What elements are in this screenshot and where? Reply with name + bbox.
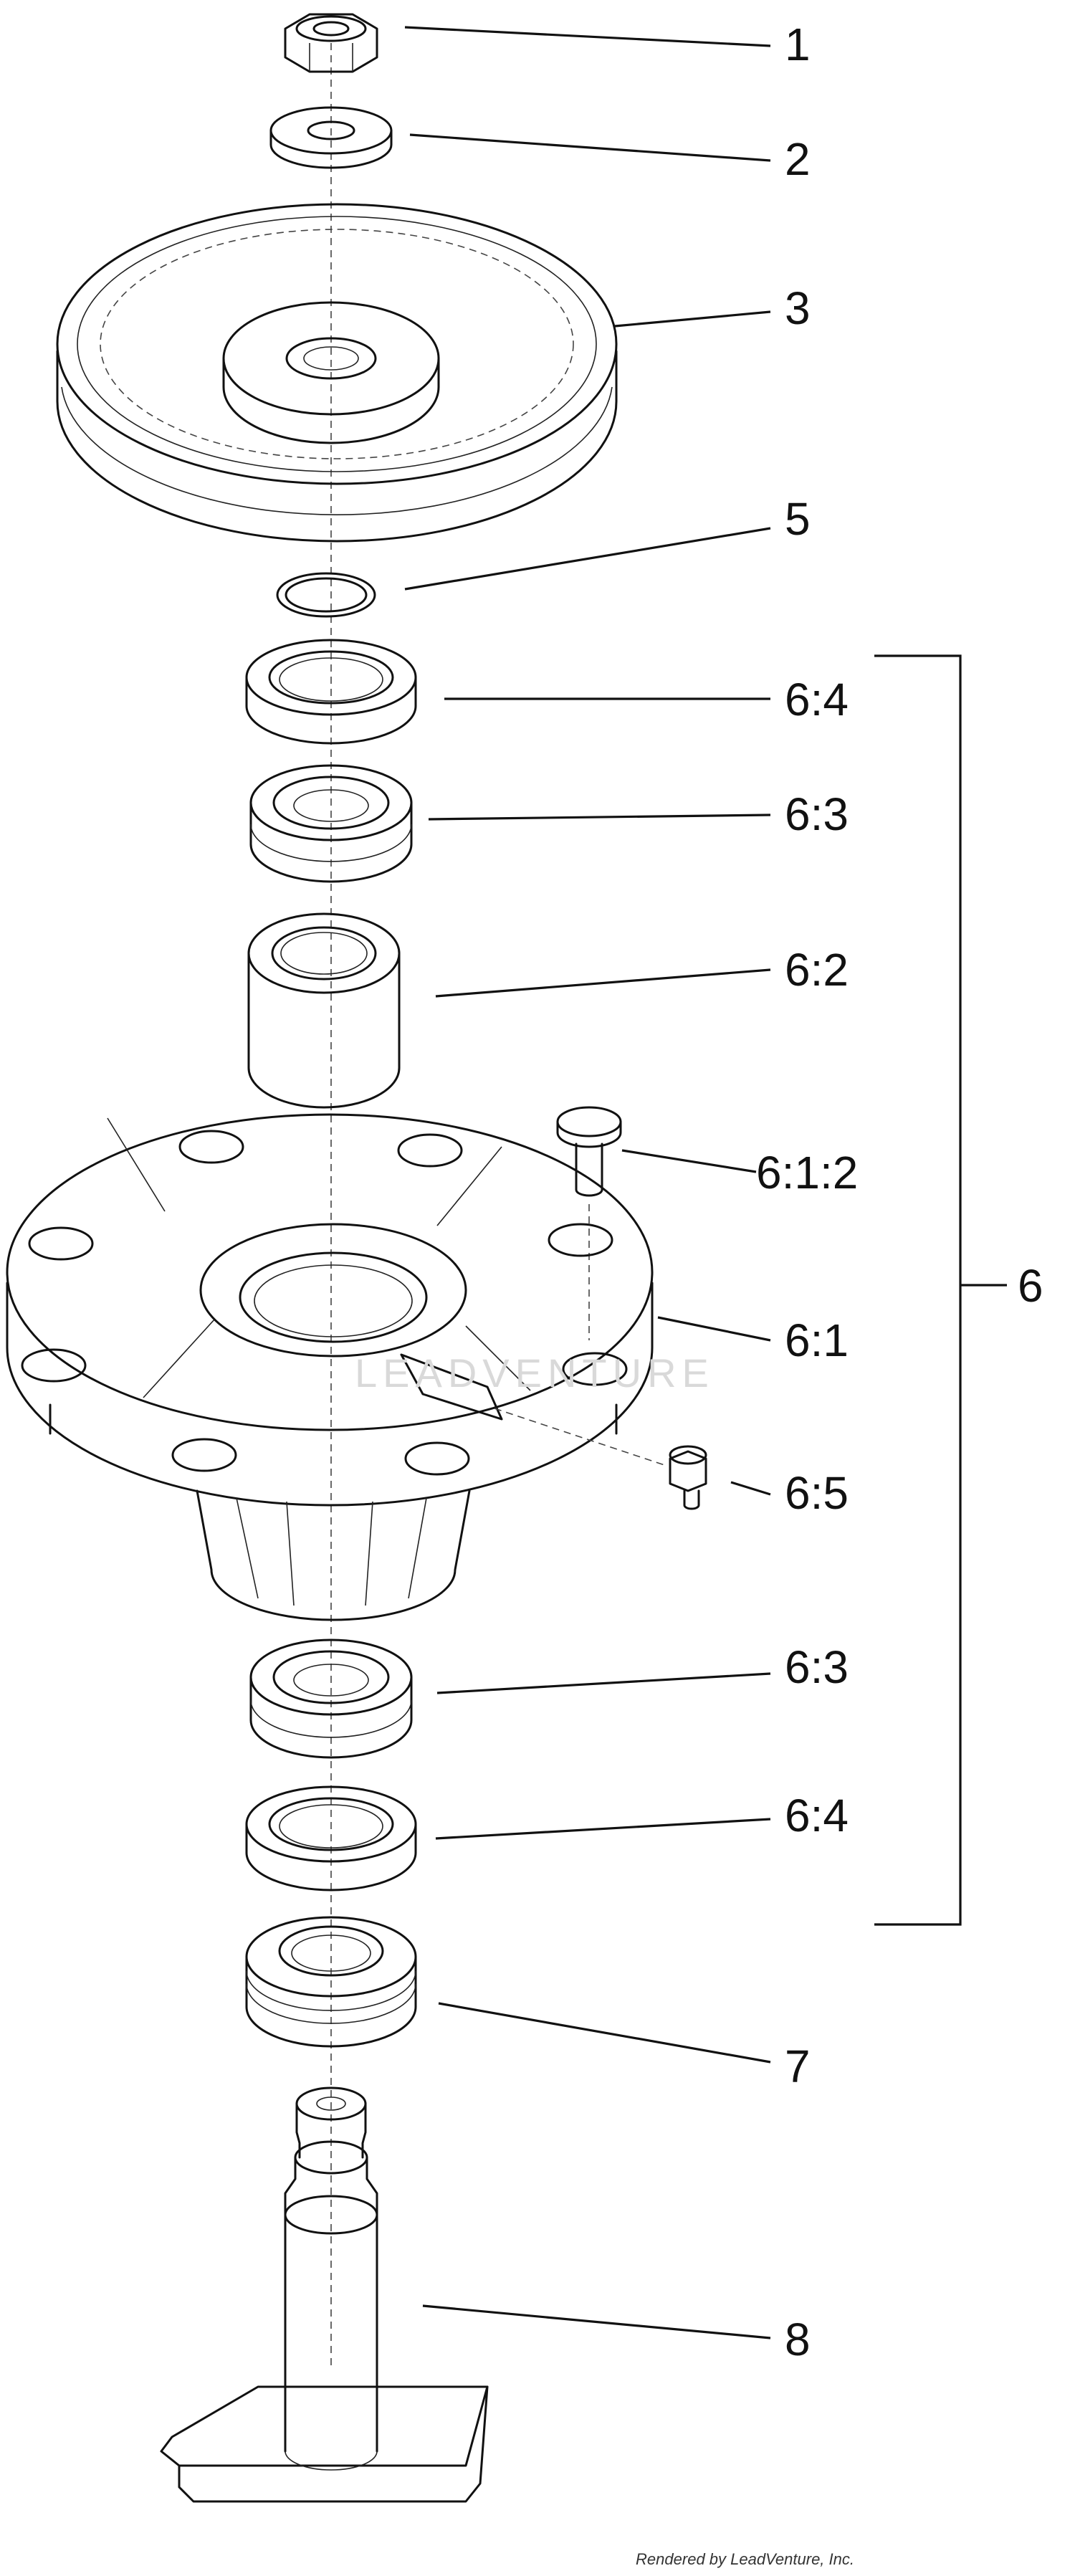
callout-6-group: 6 <box>1018 1260 1043 1312</box>
callout-6-1-2: 6:1:2 <box>756 1147 858 1198</box>
callout-2: 2 <box>785 133 811 185</box>
part-6-1-2-plug <box>556 1106 622 1340</box>
part-6-2-spacer <box>247 912 401 1109</box>
callout-6-5: 6:5 <box>785 1467 849 1519</box>
part-7-seal-guard <box>245 1916 417 2048</box>
callout-3: 3 <box>785 282 811 334</box>
callout-6-1: 6:1 <box>785 1315 849 1366</box>
part-6-4-seal-top <box>245 639 417 745</box>
part-5-retaining-ring <box>276 572 376 618</box>
part-6-3-bearing-top <box>249 764 413 883</box>
callout-6-2: 6:2 <box>785 944 849 996</box>
callout-6-4-top: 6:4 <box>785 674 849 725</box>
callout-8: 8 <box>785 2314 811 2365</box>
callout-5: 5 <box>785 493 811 545</box>
callout-1: 1 <box>785 19 811 70</box>
callout-7: 7 <box>785 2041 811 2092</box>
group-6-bracket <box>874 654 1007 1926</box>
part-8-spindle-shaft <box>160 2086 489 2503</box>
callout-6-4-bottom: 6:4 <box>785 1790 849 1841</box>
render-credit: Rendered by LeadVenture, Inc. <box>636 2550 854 2568</box>
mounting-holes <box>21 1130 628 1476</box>
part-2-washer <box>269 106 393 169</box>
callout-6-3-bottom: 6:3 <box>785 1641 849 1693</box>
callout-labels: 1 2 3 5 6:4 6:3 6:2 6:1:2 6:1 6:5 6:3 6:… <box>756 19 1043 2365</box>
callout-6-3-top: 6:3 <box>785 788 849 840</box>
leader-lines <box>404 26 771 2339</box>
part-1-nut <box>284 13 378 73</box>
part-6-5-grease-fitting <box>494 1408 707 1510</box>
watermark: LEADVENTURE <box>355 1350 715 1396</box>
part-6-1-housing <box>6 1113 654 1621</box>
part-6-3-bearing-bottom <box>249 1638 413 1759</box>
part-3-pulley <box>56 203 618 543</box>
part-6-4-seal-bottom <box>245 1785 417 1892</box>
